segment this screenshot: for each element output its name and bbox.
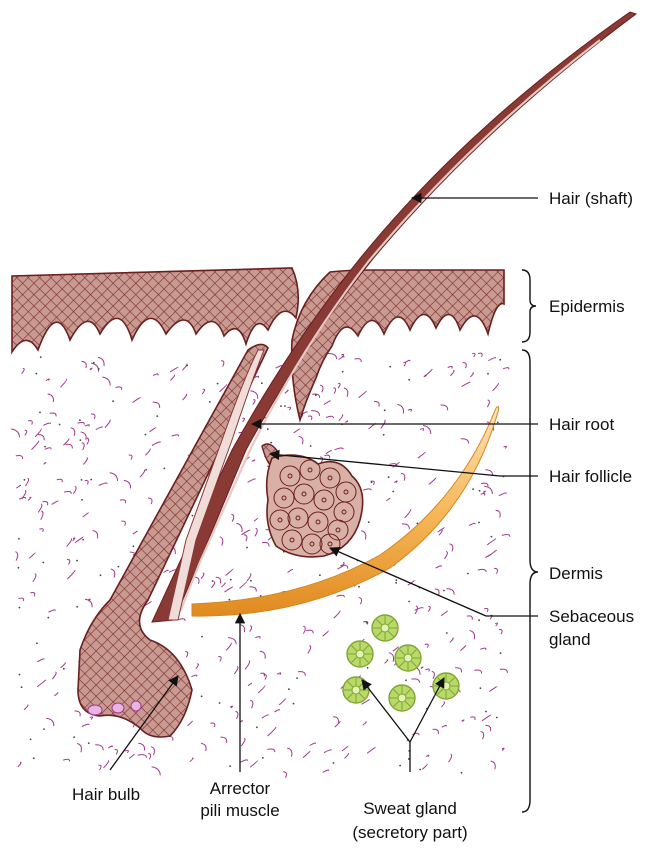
sweat-gland bbox=[343, 615, 459, 711]
label-sweat-line2: (secretory part) bbox=[352, 823, 467, 842]
epidermis-right bbox=[292, 270, 504, 420]
label-sweat-line1: Sweat gland bbox=[363, 799, 457, 818]
label-sebaceous-line1: Sebaceous bbox=[549, 607, 634, 626]
epidermis-brace bbox=[522, 270, 536, 342]
label-arrector-line2: pili muscle bbox=[200, 801, 279, 820]
label-hair-bulb: Hair bulb bbox=[72, 785, 140, 804]
label-epidermis: Epidermis bbox=[549, 297, 625, 316]
label-hair-root: Hair root bbox=[549, 415, 614, 434]
sebaceous-gland bbox=[267, 455, 363, 557]
label-hair-follicle: Hair follicle bbox=[549, 467, 632, 486]
dermis-brace bbox=[522, 350, 538, 812]
label-sebaceous-line2: gland bbox=[549, 630, 591, 649]
epidermis-left bbox=[12, 268, 298, 352]
label-arrector-line1: Arrector bbox=[210, 779, 271, 798]
label-hair-shaft: Hair (shaft) bbox=[549, 189, 633, 208]
label-dermis: Dermis bbox=[549, 564, 603, 583]
